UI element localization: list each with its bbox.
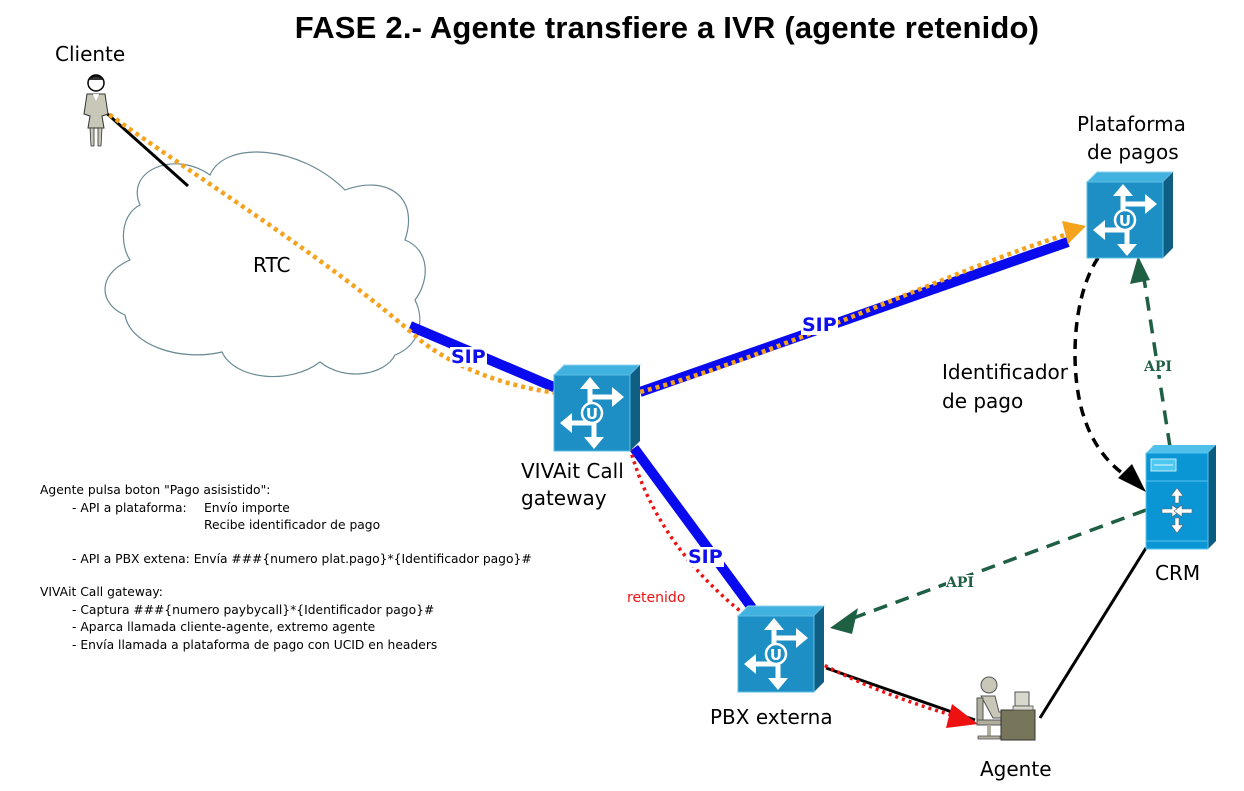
crm-server-icon — [1145, 445, 1216, 550]
identificador-label-line1: Identificador — [942, 360, 1068, 384]
identificador-arc — [1073, 257, 1131, 480]
gateway-label-line2: gateway — [521, 486, 607, 510]
cliente-person-icon — [83, 74, 109, 147]
gateway-device-icon — [554, 365, 640, 451]
notes-heading-gateway: VIVAit Call gateway: — [40, 585, 163, 599]
notes-api-pbx: - API a PBX extena: Envía ###{numero pla… — [72, 551, 532, 566]
agente-label: Agente — [980, 757, 1052, 781]
api-arrowhead-plataforma — [1130, 256, 1150, 284]
pbx-label: PBX externa — [710, 705, 833, 729]
cliente-label: Cliente — [55, 42, 126, 66]
crm-label: CRM — [1155, 561, 1201, 585]
notes-api-plataforma-2: Recibe identificador de pago — [204, 518, 381, 532]
api-arrowhead-pbx — [830, 608, 858, 634]
agente-person-icon — [976, 676, 1036, 741]
sip-label-pbx: SIP — [687, 546, 724, 568]
identificador-label-line2: de pago — [942, 389, 1024, 413]
plataforma-device-icon — [1087, 172, 1173, 258]
rtc-label: RTC — [253, 253, 291, 277]
pbx-device-icon — [738, 606, 824, 692]
notes-api-plataforma: - API a plataforma: Envío importe — [40, 500, 532, 518]
notes-heading-agente: Agente pulsa boton "Pago asisistido": — [40, 483, 271, 497]
media-path — [101, 108, 1069, 398]
api-link-crm-plataforma — [1141, 271, 1172, 448]
page-title: FASE 2.- Agente transfiere a IVR (agente… — [294, 10, 1040, 45]
api-label-pbx: API — [946, 575, 974, 591]
notes-api-plataforma-1: Envío importe — [204, 500, 290, 515]
api-link-crm-pbx — [847, 508, 1147, 622]
notes-panel: Agente pulsa boton "Pago asisistido": - … — [40, 482, 532, 654]
gateway-label-line1: VIVAit Call — [521, 459, 624, 483]
rtc-cloud-icon — [104, 151, 426, 378]
plataforma-label-line2: de pagos — [1087, 140, 1179, 164]
crm-agente-link — [1038, 547, 1148, 719]
notes-gateway-2: - Aparca llamada cliente-agente, extremo… — [72, 620, 376, 634]
notes-api-plataforma-label: - API a plataforma: — [72, 500, 187, 515]
held-path-arrowhead — [946, 704, 978, 728]
sip-label-plataforma: SIP — [801, 314, 838, 336]
identificador-arrowhead — [1118, 464, 1146, 492]
sip-label-rtc: SIP — [450, 346, 487, 368]
sip-link-gateway-pbx — [629, 445, 757, 611]
notes-gateway-1: - Captura ###{numero paybycall}*{Identif… — [72, 602, 435, 617]
media-path-arrowhead — [1062, 221, 1086, 244]
retenido-label: retenido — [627, 590, 686, 606]
plataforma-label-line1: Plataforma — [1077, 112, 1186, 136]
api-label-plataforma: API — [1144, 359, 1172, 375]
notes-gateway-3: - Envía llamada a plataforma de pago con… — [72, 637, 438, 652]
